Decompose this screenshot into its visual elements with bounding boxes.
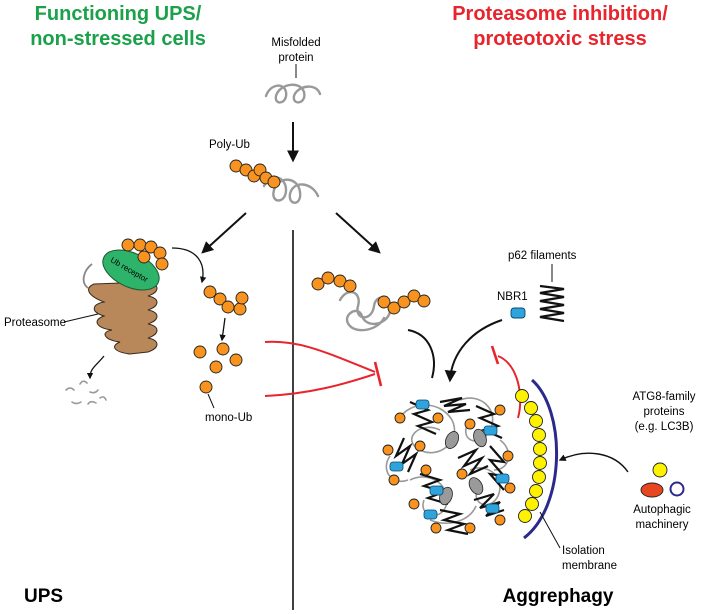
degradation-arrow [86,355,105,380]
footer-ups: UPS [24,586,63,607]
label-autophagic-line2: machinery [635,519,688,531]
aggregate-icon [382,396,516,536]
nbr1-icon [510,307,526,319]
header-right-line1: Proteasome inhibition/ [452,3,668,25]
label-isolation-line1: Isolation [562,545,605,557]
label-proteasome: Proteasome [4,317,66,329]
inhibition-line-upper [264,340,376,373]
label-nbr1: NBR1 [497,291,528,303]
inhibition-line-lower [264,373,376,397]
label-mono-ub: mono-Ub [205,412,252,424]
mono-ub-leader [207,393,215,409]
membrane-inhibition [497,355,522,419]
converge-left [407,329,435,379]
footer-aggrephagy: Aggrephagy [503,586,614,607]
p62-filament-icon [539,284,565,323]
proteasome-leader [63,313,99,323]
label-autophagic-line1: Autophagic [633,504,691,516]
deubiquitination-arrow [219,317,226,342]
isolation-leader [539,511,561,549]
label-poly-ub: Poly-Ub [209,139,250,151]
receptor-ub-chain [121,238,169,271]
peptide-fragments [65,380,107,405]
isolation-membrane-icon [523,378,558,540]
arrow-to-aggrephagy [335,212,381,254]
release-arrow [171,247,207,284]
atg8-protein-icon [652,462,668,478]
label-misfolded-line2: protein [278,52,313,64]
atg8-recruit-arrow [558,452,629,473]
released-poly-ub [203,285,249,316]
label-p62: p62 filaments [508,250,577,262]
converge-right [444,319,503,383]
header-right-line2: proteotoxic stress [473,28,646,50]
misfolded-protein-icon [264,83,322,104]
inhibition-arrow-icon [373,361,383,387]
mono-ub-set [193,342,243,394]
membrane-inhibition-bar [490,345,500,365]
atg8-on-membrane [515,389,547,523]
ubiquitinated-cargo [311,271,431,332]
proteasome-icon [82,263,158,355]
label-atg8-line3: (e.g. LC3B) [635,421,694,433]
poly-ub-chain-icon [229,159,320,204]
label-atg8-line1: ATG8-family [632,391,695,403]
label-misfolded-line1: Misfolded [271,37,320,49]
label-atg8-line2: proteins [644,406,685,418]
header-left-line2: non-stressed cells [30,28,206,50]
arrow-to-ups [201,212,247,254]
header-left-line1: Functioning UPS/ [35,3,202,25]
label-isolation-line2: membrane [562,560,617,572]
autophagic-machinery-icon [640,481,685,498]
